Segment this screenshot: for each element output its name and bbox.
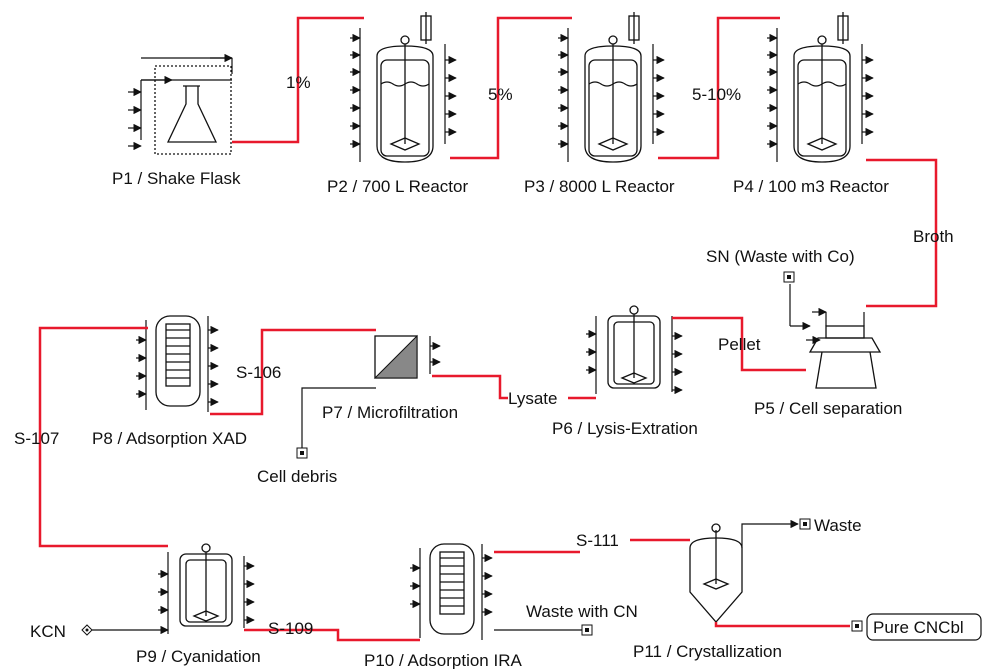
stream-labels: 1% 5% 5-10% Broth SN (Waste with Co) Pel… — [14, 73, 964, 641]
aux-streams — [92, 284, 799, 635]
lysis-vessel-p6[interactable] — [595, 305, 673, 394]
label-waste: Waste — [814, 516, 862, 535]
label-p5: P5 / Cell separation — [754, 399, 902, 418]
label-p2: P2 / 700 L Reactor — [327, 177, 468, 196]
label-stream-5-10pct: 5-10% — [692, 85, 741, 104]
label-p7: P7 / Microfiltration — [322, 403, 458, 422]
label-p4: P4 / 100 m3 Reactor — [733, 177, 889, 196]
centrifuge-p5[interactable] — [789, 300, 882, 389]
label-s107: S-107 — [14, 429, 59, 448]
label-p3: P3 / 8000 L Reactor — [524, 177, 675, 196]
reactor-p4[interactable] — [776, 12, 863, 163]
reactor-p3[interactable] — [567, 12, 654, 163]
p2-side-arrows — [350, 33, 457, 149]
label-p9: P9 / Cyanidation — [136, 647, 261, 666]
label-kcn: KCN — [30, 622, 66, 641]
label-s109: S-109 — [268, 619, 313, 638]
label-cell-debris: Cell debris — [257, 467, 337, 486]
label-pure-cncbl: Pure CNCbl — [873, 618, 964, 637]
adsorption-column-p10[interactable] — [419, 543, 483, 640]
p10-side-arrows — [410, 553, 493, 617]
product-box — [866, 613, 982, 641]
shake-flask-p1[interactable] — [128, 53, 233, 155]
adsorption-column-p8[interactable] — [145, 315, 209, 412]
stream-terminals — [81, 271, 863, 636]
label-lysate: Lysate — [508, 389, 557, 408]
microfilter-p7[interactable] — [373, 334, 441, 379]
label-broth: Broth — [913, 227, 954, 246]
p4-side-arrows — [767, 33, 874, 149]
p3-side-arrows — [558, 33, 665, 149]
reactor-p2[interactable] — [359, 12, 446, 163]
unit-labels: P1 / Shake Flask P2 / 700 L Reactor P3 /… — [92, 169, 902, 669]
label-p1: P1 / Shake Flask — [112, 169, 241, 188]
label-s106: S-106 — [236, 363, 281, 382]
label-p8: P8 / Adsorption XAD — [92, 429, 247, 448]
label-stream-1pct: 1% — [286, 73, 311, 92]
label-s111: S-111 — [576, 531, 619, 550]
p9-side-arrows — [158, 561, 255, 625]
label-p10: P10 / Adsorption IRA — [364, 651, 522, 669]
crystallizer-p11[interactable] — [689, 523, 743, 623]
label-waste-cn: Waste with CN — [526, 602, 638, 621]
label-stream-5pct: 5% — [488, 85, 513, 104]
label-pellet: Pellet — [718, 335, 761, 354]
cyanidation-vessel-p9[interactable] — [167, 543, 245, 634]
p8-side-arrows — [136, 325, 219, 407]
label-sn-waste: SN (Waste with Co) — [706, 247, 855, 266]
p6-side-arrows — [586, 329, 683, 395]
main-process-streams — [38, 16, 938, 642]
label-p11: P11 / Crystallization — [633, 642, 782, 661]
label-p6: P6 / Lysis-Extration — [552, 419, 698, 438]
